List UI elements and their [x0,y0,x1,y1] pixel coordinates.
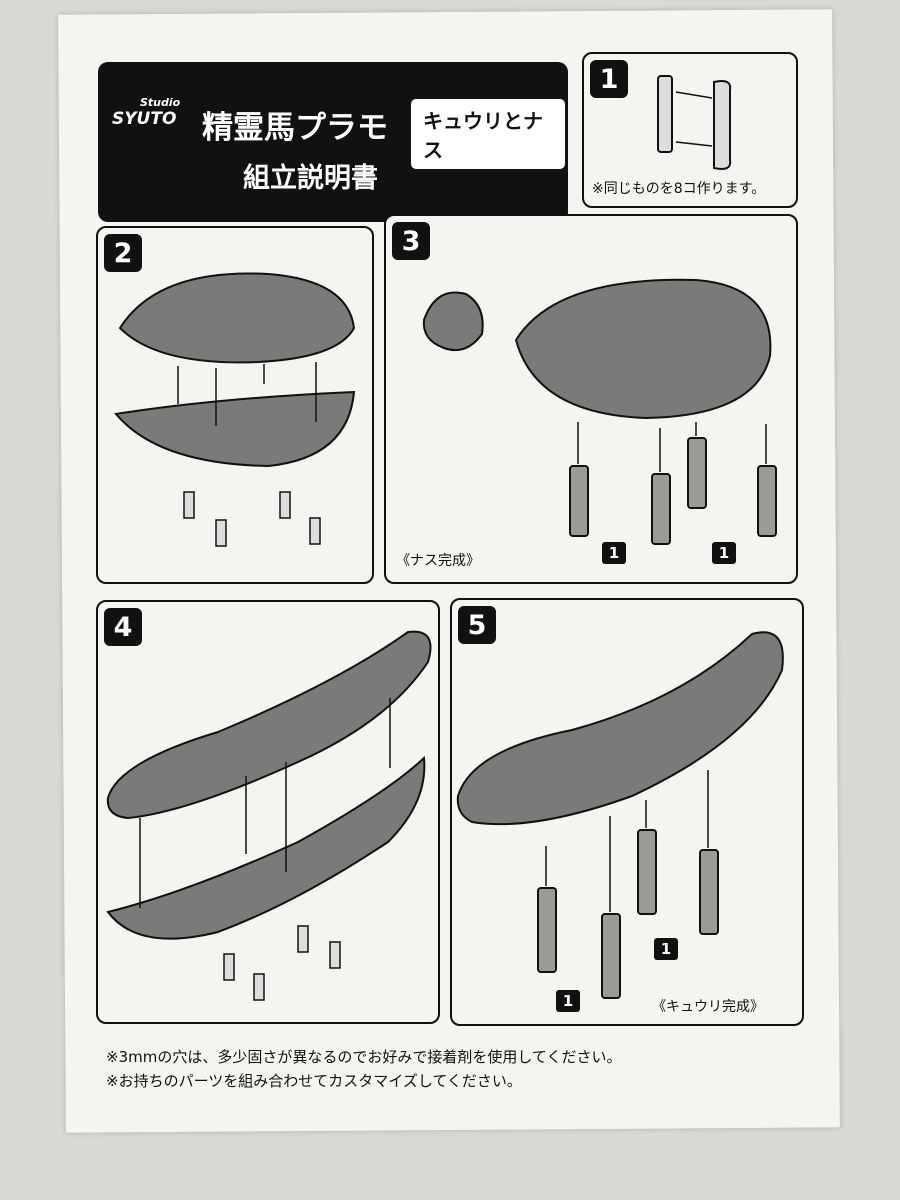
leg [757,465,777,537]
peg [223,953,235,981]
peg [183,491,195,519]
step-1-caption: ※同じものを8コ作ります。 [592,181,766,197]
product-title: 精霊馬プラモ [202,110,388,146]
studio-logo: SYUTO [112,109,177,129]
step-number: 3 [392,222,430,260]
peg [253,973,265,1001]
leg [637,829,657,915]
step-1-panel: 1 ※同じものを8コ作ります。 [582,52,798,208]
arrow-top [675,91,713,99]
eggplant-complete-diagram [422,278,777,545]
leg [601,913,621,999]
arrow-bottom [675,141,713,147]
peg [329,941,341,969]
part-tag: 1 [602,542,626,564]
studio-logo-small: Studio [140,96,181,109]
eggplant-calyx [422,291,484,352]
eggplant-lower-half [114,390,356,468]
step-5-caption: 《キュウリ完成》 [652,999,764,1015]
leg [699,849,719,935]
manual-subtitle: 組立説明書 [243,163,378,194]
eggplant-upper-half [118,272,356,364]
step-number: 2 [104,234,142,272]
peg [309,517,321,545]
leg-half-left [657,75,673,153]
step-number: 4 [104,608,142,646]
step-5-panel: 5 1 1 《キュウリ完成》 [450,598,804,1026]
cucumber-lower-half [106,755,426,940]
eggplant-body-diagram [114,272,356,547]
peg [215,519,227,547]
leg [569,465,589,537]
step-2-panel: 2 [96,226,374,584]
leg [687,437,707,509]
leg [651,473,671,545]
step-3-caption: 《ナス完成》 [396,553,480,569]
step-number: 5 [458,606,496,644]
leg-half-right [713,80,732,170]
peg [279,491,291,519]
note-glue: ※3mmの穴は、多少固さが異なるのでお好みで接着剤を使用してください。 [106,1048,622,1066]
step-4-panel: 4 [96,600,440,1024]
note-customize: ※お持ちのパーツを組み合わせてカスタマイズしてください。 [106,1072,522,1090]
part-tag: 1 [712,542,736,564]
cucumber-body [456,631,784,826]
eggplant-body [514,278,772,420]
header-banner: Studio SYUTO 精霊馬プラモ キュウリとナス 組立説明書 [98,62,568,222]
part-tag: 1 [556,990,580,1012]
cucumber-complete-diagram [456,631,784,999]
leg [537,887,557,973]
peg [297,925,309,953]
step-3-panel: 3 1 1 《ナス完成》 [384,214,798,584]
cucumber-upper-half [106,630,432,820]
leg-assembly-diagram [657,75,732,170]
product-badge: キュウリとナス [408,96,568,172]
step-number: 1 [590,60,628,98]
part-tag: 1 [654,938,678,960]
cucumber-body-diagram [106,630,432,1001]
